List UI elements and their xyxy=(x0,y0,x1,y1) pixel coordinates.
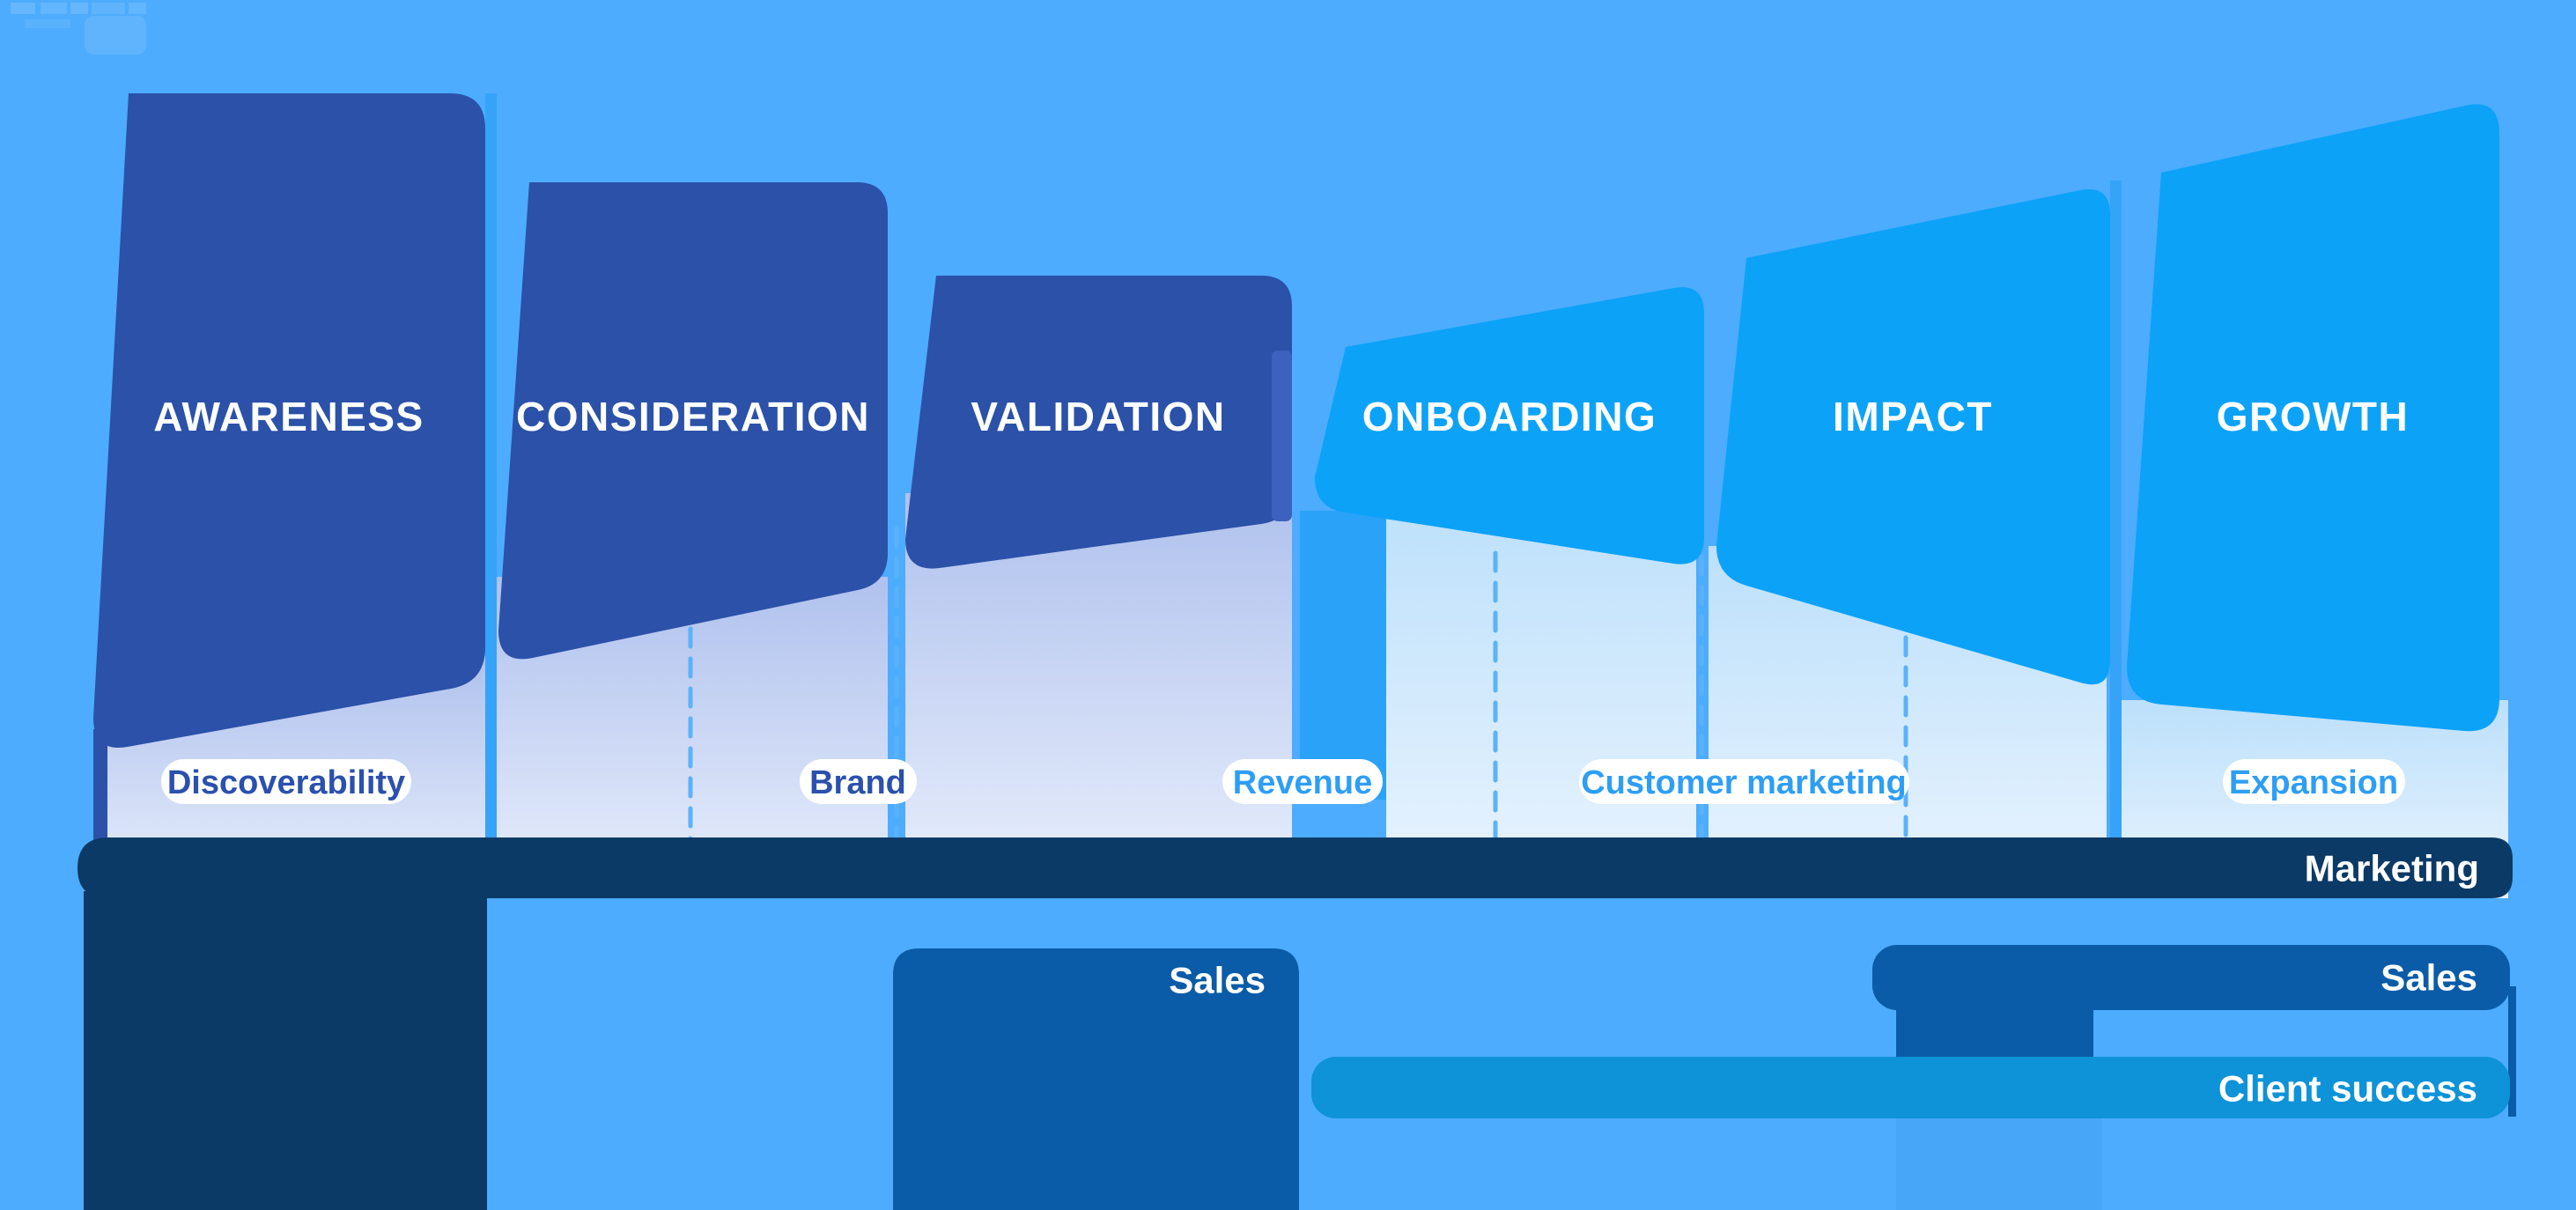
pill-expansion xyxy=(2223,759,2405,804)
stage-label-impact: IMPACT xyxy=(1833,394,1993,439)
sales-left-block xyxy=(893,948,1299,1210)
sales-right-fold-strip xyxy=(2508,986,2516,1117)
sales-left-lane-label: Sales xyxy=(1169,960,1266,1001)
funnel-left-wall xyxy=(93,729,107,841)
boundary-strip-impact-growth xyxy=(2110,181,2122,898)
gradient-column-onboarding xyxy=(1386,493,1696,898)
stage-block-impact xyxy=(1716,188,2110,685)
pill-customer-marketing-label: Customer marketing xyxy=(1581,764,1907,801)
marketing-lane-label: Marketing xyxy=(2305,848,2479,889)
stage-block-consideration xyxy=(498,182,888,660)
client-success-ribbon-column xyxy=(1896,1115,2102,1210)
stage-block-awareness xyxy=(93,93,485,749)
pill-row: Discoverability Brand Revenue Customer m… xyxy=(161,759,2405,804)
stage-label-awareness: AWARENESS xyxy=(153,394,424,439)
pill-brand-label: Brand xyxy=(809,764,906,801)
stage-label-onboarding: ONBOARDING xyxy=(1362,394,1657,439)
pill-expansion-label: Expansion xyxy=(2229,764,2398,801)
sales-right-lane-label: Sales xyxy=(2380,957,2477,999)
marketing-bar xyxy=(78,837,2513,898)
revenue-stripe xyxy=(1300,511,1386,800)
pill-customer-marketing xyxy=(1579,759,1909,804)
stage-label-growth: GROWTH xyxy=(2217,394,2410,439)
pill-revenue-label: Revenue xyxy=(1233,764,1372,801)
pill-discoverability xyxy=(161,759,411,804)
stage-label-validation: VALIDATION xyxy=(971,394,1225,439)
pill-revenue xyxy=(1222,759,1383,804)
validation-fold-tab xyxy=(1272,350,1292,521)
client-success-lane-label: Client success xyxy=(2218,1068,2477,1110)
pill-discoverability-label: Discoverability xyxy=(167,764,405,801)
pill-brand xyxy=(800,759,917,804)
sales-right-bar xyxy=(1872,945,2510,1010)
client-success-bar xyxy=(1311,1057,2510,1118)
stage-block-validation xyxy=(905,276,1292,569)
stage-block-onboarding xyxy=(1315,287,1704,564)
marketing-ribbon-column xyxy=(84,891,487,1210)
boundary-strip-awareness-consideration xyxy=(485,93,497,898)
stage-block-growth xyxy=(2127,104,2499,732)
stage-label-consideration: CONSIDERATION xyxy=(516,394,870,439)
background-artifact-tiles xyxy=(11,3,146,55)
